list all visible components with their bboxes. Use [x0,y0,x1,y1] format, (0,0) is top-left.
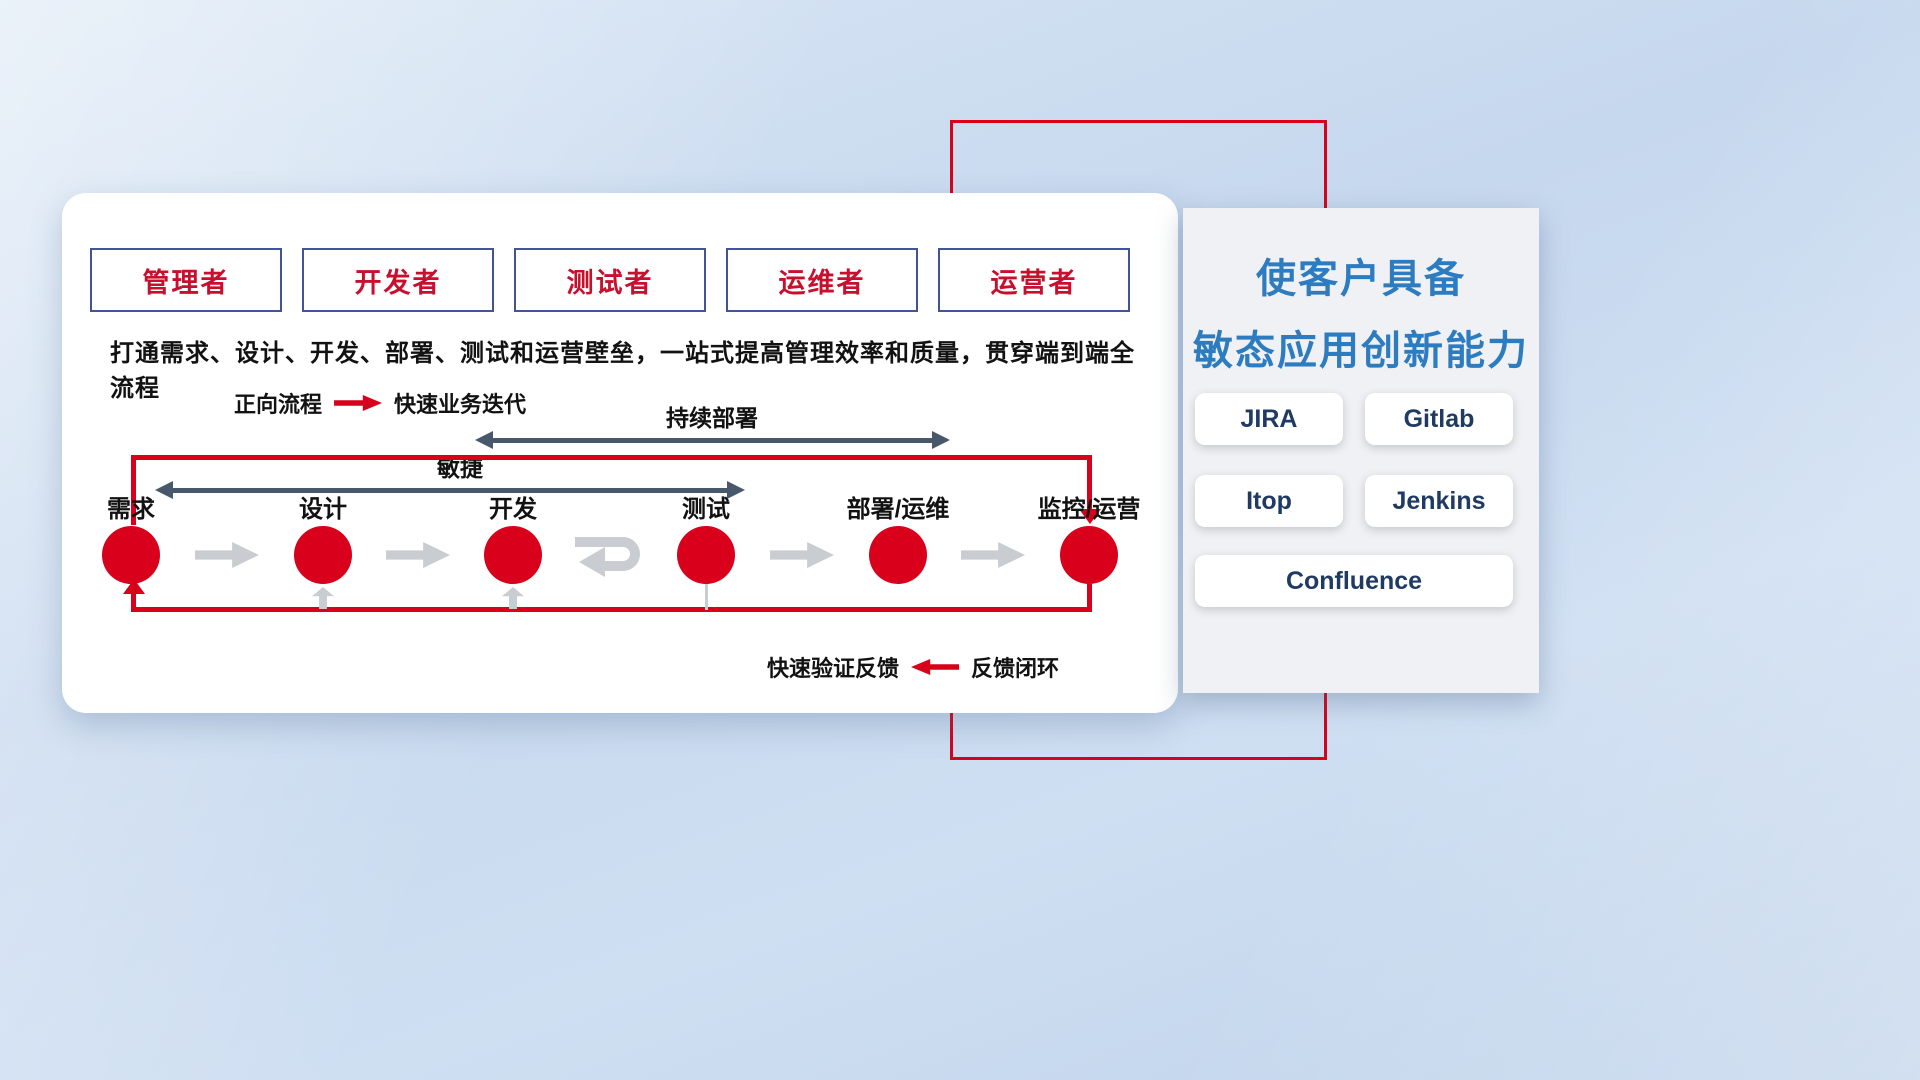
node-label-development: 开发 [489,496,537,523]
role-box-tester: 测试者 [514,248,706,312]
panel-description: 打通需求、设计、开发、部署、测试和运营壁垒，一站式提高管理效率和质量，贯穿端到端… [110,340,1135,402]
continuous-deploy-label: 持续部署 [666,405,758,431]
capability-title-line1: 使客户具备 [1256,257,1466,301]
agile-arrow [155,481,745,499]
tool-label: JIRA [1240,404,1298,433]
feedback-loop-line [131,607,1092,612]
node-circle-testing [677,526,735,584]
flow-arrow-icon [770,542,834,568]
tool-button-confluence[interactable]: Confluence [1195,555,1513,607]
tool-label: Jenkins [1392,486,1486,515]
role-box-ops: 运维者 [726,248,918,312]
tool-label: Gitlab [1403,404,1475,433]
continuous-deploy-arrow [475,431,950,449]
testing-feedback-line [705,584,708,610]
tool-button-itop[interactable]: Itop [1195,475,1343,527]
feedback-up-arrow-icon [502,587,524,609]
feedback-loop-left-segment [131,593,136,609]
node-circle-design [294,526,352,584]
forward-flow-value: 快速业务迭代 [394,392,527,417]
role-box-operator: 运营者 [938,248,1130,312]
feedback-legend: 快速验证反馈 反馈闭环 [767,651,1059,683]
tool-button-jenkins[interactable]: Jenkins [1365,475,1513,527]
role-label: 开发者 [354,267,442,298]
tool-button-gitlab[interactable]: Gitlab [1365,393,1513,445]
role-box-developer: 开发者 [302,248,494,312]
forward-flow-legend: 正向流程 快速业务迭代 [234,387,526,419]
node-label-requirements: 需求 [107,496,155,523]
flow-arrow-icon [195,542,259,568]
forward-loop-left-segment [131,455,136,525]
role-label: 测试者 [566,267,654,298]
node-circle-deploy-ops [869,526,927,584]
flow-arrow-icon [386,542,450,568]
capability-panel: 使客户具备 敏态应用创新能力 JIRA Gitlab Itop Jenkins … [1183,208,1539,693]
node-label-monitor-operate: 监控/运营 [1037,496,1141,523]
feedback-up-arrow-icon [312,587,334,609]
tool-label: Itop [1246,486,1292,515]
capability-title-line2: 敏态应用创新能力 [1193,329,1529,373]
node-circle-development [484,526,542,584]
flow-arrow-icon [961,542,1025,568]
feedback-value: 反馈闭环 [971,656,1060,681]
tool-label: Confluence [1285,566,1423,595]
node-label-testing: 测试 [682,496,730,523]
role-label: 管理者 [142,267,230,298]
feedback-label: 快速验证反馈 [767,656,900,681]
node-label-deploy-ops: 部署/运维 [846,496,950,523]
iterate-loop-arrow-icon [575,537,640,577]
devops-flow-panel: 管理者 开发者 测试者 运维者 运营者 打通需求、设计、开发、部署、测试和运营壁… [62,193,1178,713]
forward-loop-line [131,455,1089,460]
forward-loop-arrowhead-icon [1079,509,1101,524]
node-label-design: 设计 [299,496,347,523]
role-box-manager: 管理者 [90,248,282,312]
role-label: 运维者 [778,267,866,298]
flow-diagram: 持续部署 敏捷 需求 设计 开发 测试 部署/运维 监控/运营 [62,193,1178,713]
role-label: 运营者 [990,267,1078,298]
feedback-loop-right-segment [1087,584,1092,610]
tool-button-jira[interactable]: JIRA [1195,393,1343,445]
forward-loop-right-segment [1087,455,1092,511]
feedback-arrow-icon [911,659,960,675]
node-circle-monitor-operate [1060,526,1118,584]
node-circle-requirements [102,526,160,584]
roles-row: 管理者 开发者 测试者 运维者 运营者 [90,248,1130,312]
forward-flow-label: 正向流程 [234,392,323,417]
